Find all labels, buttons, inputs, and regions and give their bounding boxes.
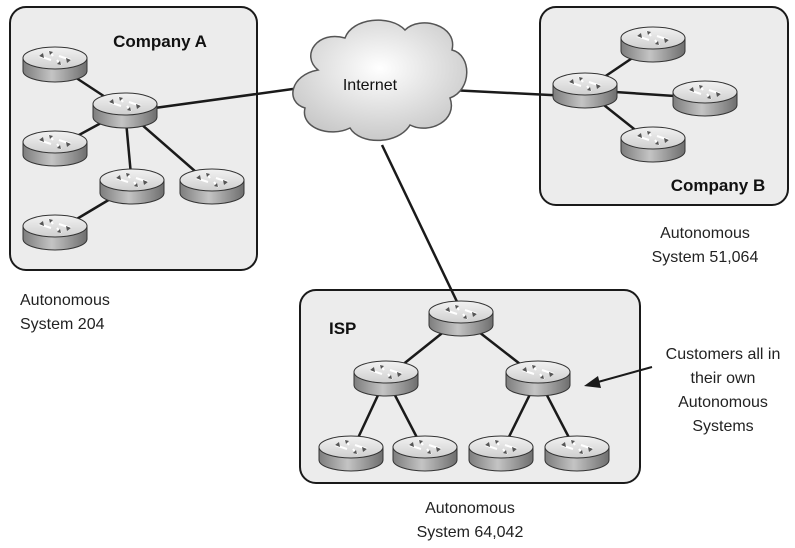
isp-as-line1: Autonomous	[425, 500, 515, 517]
company-b-as-line2: System 51,064	[652, 249, 759, 266]
router-icon	[620, 26, 686, 63]
router-icon	[620, 126, 686, 163]
annotation-line-2: their own	[691, 370, 756, 387]
router-icon	[392, 435, 458, 472]
router-icon	[318, 435, 384, 472]
router-icon	[22, 46, 88, 83]
annotation-arrow-icon	[584, 366, 653, 388]
router-icon	[22, 130, 88, 167]
router-icon	[179, 168, 245, 205]
company-a-as-line2: System 204	[20, 316, 105, 333]
annotation-line-4: Systems	[692, 418, 753, 435]
isp-title: ISP	[329, 319, 356, 338]
annotation-line-3: Autonomous	[678, 394, 768, 411]
company-a-as-line1: Autonomous	[20, 292, 110, 309]
internet-cloud-icon	[292, 19, 468, 142]
company-b-title: Company B	[671, 176, 765, 195]
router-icon	[428, 300, 494, 337]
router-icon	[22, 214, 88, 251]
router-icon	[92, 92, 158, 129]
router-icon	[468, 435, 534, 472]
isp-box	[299, 289, 641, 484]
router-icon	[544, 435, 610, 472]
internet-label: Internet	[343, 77, 398, 94]
company-b-as-line1: Autonomous	[660, 225, 750, 242]
router-icon	[99, 168, 165, 205]
router-icon	[353, 360, 419, 397]
isp-as-line2: System 64,042	[417, 524, 524, 541]
router-icon	[505, 360, 571, 397]
company-a-title: Company A	[113, 32, 207, 51]
router-icon	[672, 80, 738, 117]
annotation-line-1: Customers all in	[666, 346, 781, 363]
router-icon	[552, 72, 618, 109]
internet-links	[139, 86, 571, 309]
company-b-box	[539, 6, 789, 206]
